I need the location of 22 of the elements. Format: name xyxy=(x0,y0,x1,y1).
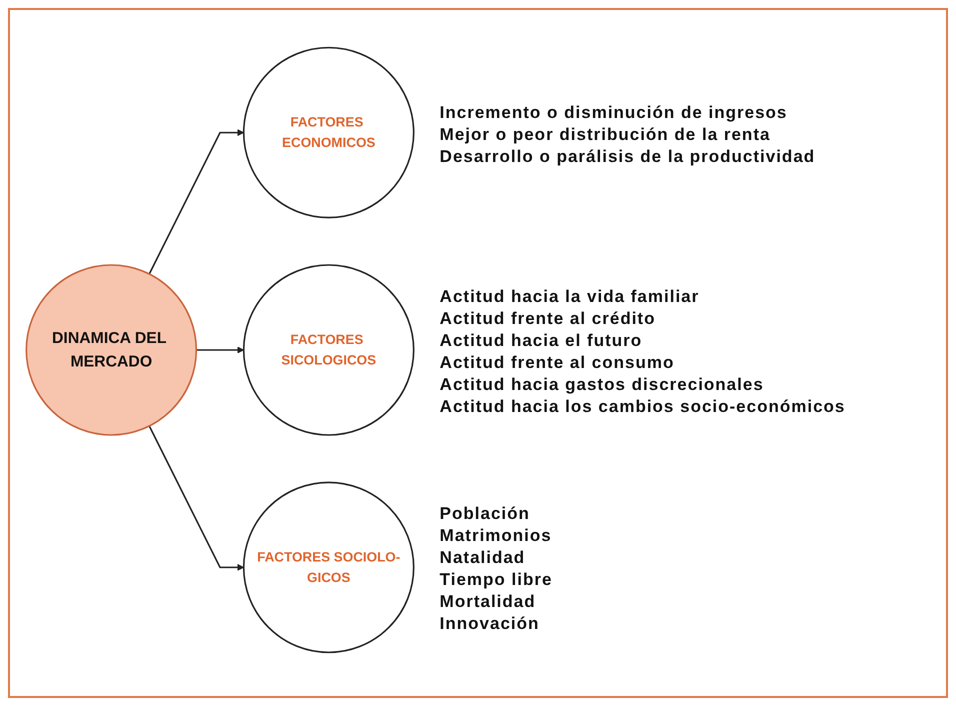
list-item: Población xyxy=(440,503,531,526)
list-item: Actitud hacia el futuro xyxy=(440,330,644,352)
list-item: Actitud frente al crédito xyxy=(440,308,656,330)
list-item: Matrimonios xyxy=(440,525,552,548)
list-item: Tiempo libre xyxy=(440,569,552,592)
list-item: Actitud hacia los cambios socio-económicos xyxy=(440,396,846,418)
node-circle: FACTORES SOCIOLO-GICOS xyxy=(242,482,414,654)
list-item: Mortalidad xyxy=(440,591,537,614)
list-item: Actitud frente al consumo xyxy=(440,352,676,374)
arrow xyxy=(148,426,244,571)
node-circle: FACTORES ECONOMICOS xyxy=(242,46,414,218)
list-item: Natalidad xyxy=(440,547,526,570)
arrow xyxy=(196,346,244,354)
node-circle: DINAMICA DEL MERCADO xyxy=(26,264,198,436)
list-item: Incremento o disminución de ingresos xyxy=(440,102,788,124)
list-item: Actitud hacia gastos discrecionales xyxy=(440,374,765,396)
list-item: Actitud hacia la vida familiar xyxy=(440,286,700,308)
node-circle: FACTORES SICOLOGICOS xyxy=(242,264,414,436)
list-item: Desarrollo o parálisis de la productividad xyxy=(440,146,816,168)
list-item: Mejor o peor distribución de la renta xyxy=(440,124,772,146)
list-item: Innovación xyxy=(440,613,540,636)
arrow xyxy=(148,129,244,274)
